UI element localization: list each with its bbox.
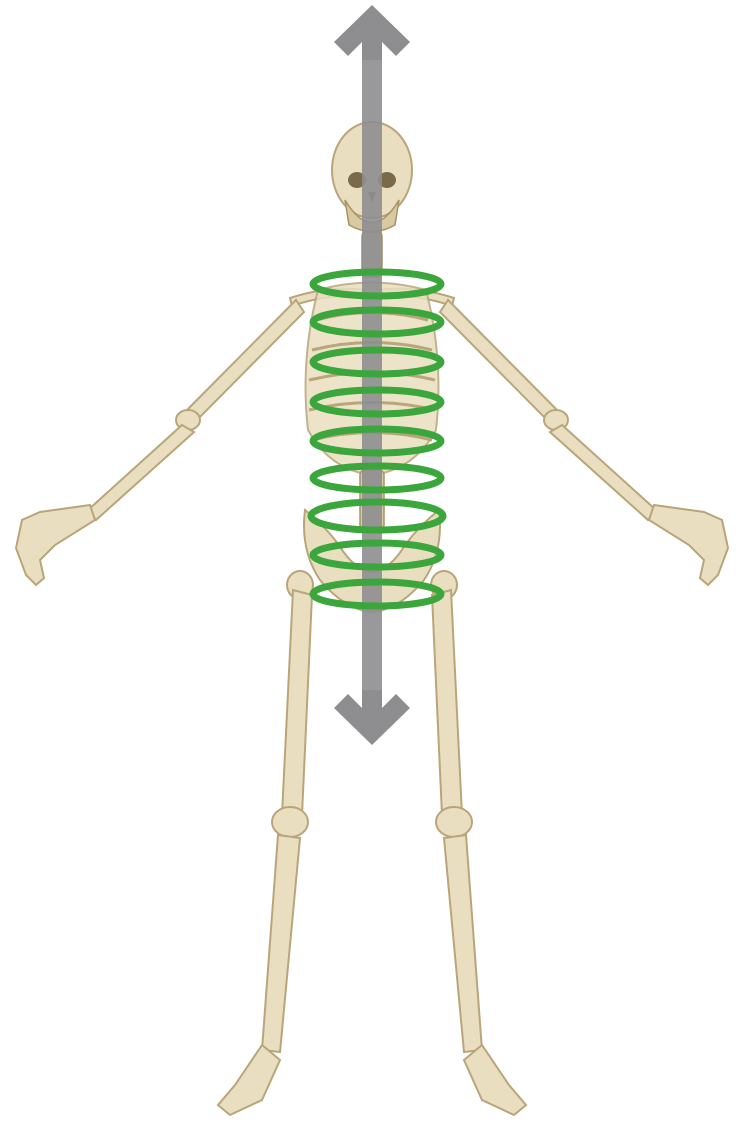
left-arm (16, 300, 304, 585)
right-leg (431, 571, 526, 1115)
axis-arrowhead-down (334, 690, 410, 745)
left-leg (218, 571, 313, 1115)
right-arm (440, 300, 728, 585)
axis-arrowhead-up (334, 5, 410, 60)
